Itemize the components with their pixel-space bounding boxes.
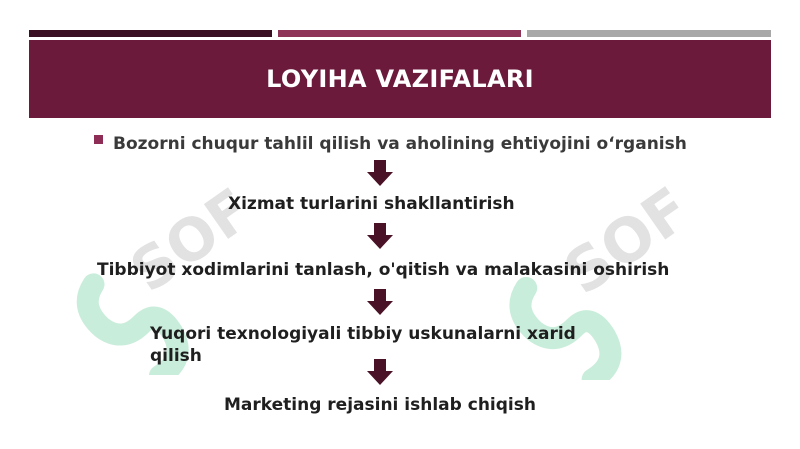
step-3-text: Tibbiyot xodimlarini tanlash, o'qitish v…: [97, 260, 670, 280]
slide-title: LOYIHA VAZIFALARI: [266, 65, 534, 93]
down-arrow-icon: [367, 160, 393, 186]
down-arrow-icon: [367, 359, 393, 385]
accent-bar-gray: [527, 30, 771, 37]
step-2-text: Xizmat turlarini shakllantirish: [228, 194, 515, 214]
accent-bar-mid: [278, 30, 521, 37]
step-5-text: Marketing rejasini ishlab chiqish: [224, 395, 536, 415]
title-banner: LOYIHA VAZIFALARI: [29, 40, 771, 118]
accent-bar-dark: [29, 30, 272, 37]
down-arrow-icon: [367, 223, 393, 249]
watermark-text: SOF: [552, 174, 703, 309]
step-1-text: Bozorni chuqur tahlil qilish va aholinin…: [113, 134, 687, 154]
bullet-square-icon: [94, 135, 103, 144]
step-4-text: Yuqori texnologiyali tibbiy uskunalarni …: [150, 324, 576, 366]
down-arrow-icon: [367, 289, 393, 315]
